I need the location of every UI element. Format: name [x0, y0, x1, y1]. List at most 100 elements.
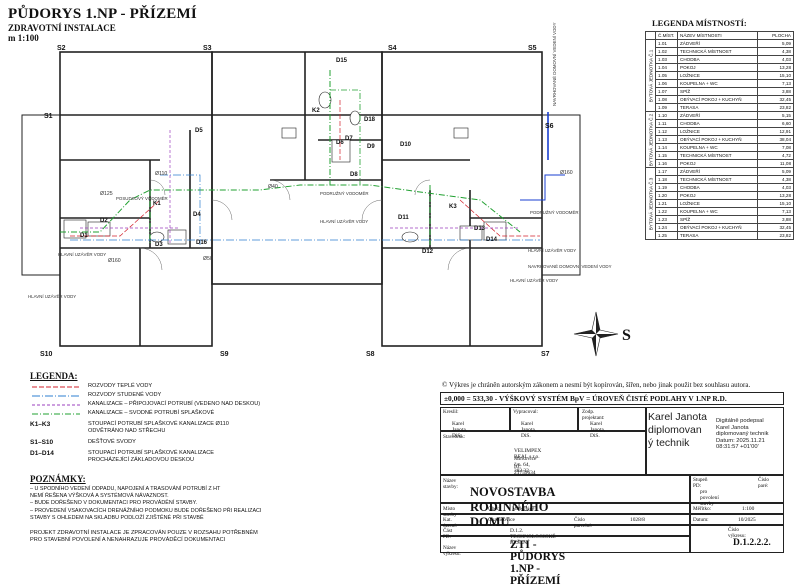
obec-value: Mirkovice — [512, 506, 535, 512]
room-number: 1.20 — [655, 191, 678, 200]
nazev-vykresu-label: Název výkresu: — [443, 545, 461, 557]
room-legend-title: LEGENDA MÍSTNOSTÍ: — [652, 18, 747, 28]
room-name: SPÍŽ — [677, 215, 758, 224]
plan-annotation: HLAVNÍ UZÁVĚR VODY — [510, 278, 558, 283]
signature-name: Karel Janota diplomovan ý technik — [648, 411, 707, 449]
plan-annotation: POSUDKOVÝ VODOMĚR — [116, 196, 168, 201]
riser-d6: D6 — [336, 140, 344, 146]
riser-d14: D14 — [486, 237, 498, 243]
wall-unit-middle — [211, 51, 383, 285]
axis-label-s8: S8 — [366, 351, 375, 358]
nazev-vykresu: ZTI - PŮDORYS 1.NP - PŘÍZEMÍ — [510, 539, 566, 587]
room-number: 1.23 — [655, 215, 678, 224]
stavebnik-label: Stavebník: — [443, 434, 466, 440]
riser-d1: D1 — [80, 233, 88, 239]
legend-line-row: KANALIZACE – SVODNÉ POTRUBÍ SPLAŠKOVÉ — [30, 410, 410, 417]
pipe-size-label: Ø50 — [203, 256, 213, 262]
kreslil-value: Karel Janota, DiS. — [452, 421, 468, 439]
copyright-notice: © Výkres je chráněn autorským zákonem a … — [442, 381, 751, 389]
axis-label-s3: S3 — [203, 45, 212, 52]
room-group-name: BYTOVÁ JEDNOTKA Č.1 — [648, 49, 653, 102]
nazev-stavby-label: Název stavby: — [443, 478, 458, 490]
legend-line-sample — [30, 383, 88, 389]
room-name: CHODBA — [677, 55, 758, 64]
pipe-network — [60, 70, 565, 245]
riser-d9: D9 — [367, 144, 375, 150]
vykres-cislo-label: Číslo výkresu: — [728, 527, 746, 539]
riser-d4: D4 — [193, 212, 201, 218]
kat-value: Chabičovice — [488, 517, 515, 523]
pipe-size-label: Ø110 — [155, 171, 167, 177]
room-group-header — [645, 31, 656, 40]
room-area: 6,60 — [757, 119, 794, 128]
room-name: ZÁDVEŘÍ — [677, 111, 758, 120]
legend-line-label: KANALIZACE – SVODNÉ POTRUBÍ SPLAŠKOVÉ — [88, 410, 215, 416]
legend-line-sample — [30, 392, 88, 398]
room-name: CHODBA — [677, 119, 758, 128]
room-area: 23,82 — [757, 231, 794, 240]
room-area: 13,28 — [757, 191, 794, 200]
legend-title: LEGENDA: — [30, 371, 78, 381]
datum-line: ±0,000 = 533,30 - VÝŠKOVÝ SYSTÉM BpV = Ú… — [440, 392, 784, 405]
room-name: KOUPELNA + WC — [677, 79, 758, 88]
parcela-value: 1028/8 — [630, 517, 645, 523]
legend-code: D1–D14 — [30, 450, 54, 457]
room-area: 5,09 — [757, 167, 794, 176]
riser-d7: D7 — [345, 136, 353, 142]
room-number: 1.18 — [655, 175, 678, 184]
room-number: 1.25 — [655, 231, 678, 240]
drawing-subtitle: ZDRAVOTNÍ INSTALACE — [8, 23, 116, 33]
room-area: 15,10 — [757, 71, 794, 80]
pipe-size-label: Ø125 — [100, 191, 113, 197]
room-name: TECHNICKÁ MÍSTNOST — [677, 151, 758, 160]
datum-label: Datum: — [693, 517, 709, 523]
room-name: LOŽNICE — [677, 127, 758, 136]
datum-value: 10/2025 — [738, 517, 756, 523]
room-area: 4,72 — [757, 151, 794, 160]
room-number: 1.07 — [655, 87, 678, 96]
riser-d10: D10 — [400, 142, 412, 148]
room-number: 1.16 — [655, 159, 678, 168]
legend-code: K1–K3 — [30, 421, 51, 428]
room-name: POKOJ — [677, 191, 758, 200]
room-area: 15,10 — [757, 199, 794, 208]
riser-k2: K2 — [312, 108, 320, 114]
room-name: OBÝVACÍ POKOJ + KUCHYŇ — [677, 223, 758, 232]
room-name: POKOJ — [677, 159, 758, 168]
room-table-header-cell: NÁZEV MÍSTNOSTI — [677, 31, 758, 40]
legend-line-label: ROZVODY TEPLÉ VODY — [88, 383, 153, 389]
meritko-value: 1:100 — [742, 506, 755, 512]
room-number: 1.05 — [655, 71, 678, 80]
room-number: 1.15 — [655, 151, 678, 160]
room-name: LOŽNICE — [677, 71, 758, 80]
riser-d2: D2 — [100, 218, 108, 224]
legend-line-sample — [30, 410, 88, 416]
legend-line-row: KANALIZACE – PŘIPOJOVACÍ POTRUBÍ (VEDENO… — [30, 401, 410, 408]
room-name: POKOJ — [677, 63, 758, 72]
room-group-label: BYTOVÁ JEDNOTKA Č.1 — [645, 39, 656, 112]
drawing-title-block: PŮDORYS 1.NP - PŘÍZEMÍ ZDRAVOTNÍ INSTALA… — [8, 6, 197, 43]
room-number: 1.01 — [655, 39, 678, 48]
pipe-size-label: Ø160 — [560, 170, 573, 176]
cislo-pare-label: Číslo paré: — [758, 477, 769, 489]
room-number: 1.03 — [655, 55, 678, 64]
room-group-name: BYTOVÁ JEDNOTKA Č.3 — [648, 177, 653, 230]
axis-label-s7: S7 — [541, 351, 550, 358]
meritko-label: Měřítko: — [693, 506, 712, 512]
room-number: 1.04 — [655, 63, 678, 72]
plan-walls — [21, 51, 581, 347]
